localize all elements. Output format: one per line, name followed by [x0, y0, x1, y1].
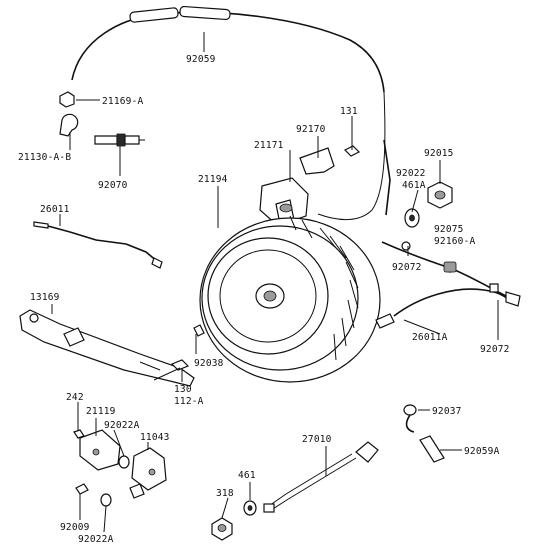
- label-27010: 27010: [302, 434, 332, 445]
- bracket-21119: [73, 429, 167, 499]
- label-21194: 21194: [198, 174, 228, 185]
- lead-wire-26011: [33, 221, 163, 269]
- label-461: 461: [238, 470, 256, 481]
- pin-92038: [193, 324, 205, 337]
- label-26011: 26011: [40, 204, 70, 215]
- nut-92015: [427, 181, 453, 209]
- label-92072-b: 92072: [480, 344, 510, 355]
- label-21119: 21119: [86, 406, 116, 417]
- bolt-92009: [75, 483, 112, 507]
- terminal-92037: [403, 404, 417, 433]
- label-11043: 11043: [140, 432, 170, 443]
- washer-92022: [404, 208, 420, 228]
- label-112-a: 112-A: [174, 396, 204, 407]
- leader-lines: [51, 32, 499, 533]
- label-92037: 92037: [432, 406, 462, 417]
- label-92015: 92015: [424, 148, 454, 159]
- label-92075: 92075: [434, 224, 464, 235]
- nut-318: [211, 517, 233, 541]
- label-92070: 92070: [98, 180, 128, 191]
- washer-461: [243, 500, 257, 516]
- label-92022: 92022: [396, 168, 426, 179]
- label-318: 318: [216, 488, 234, 499]
- plug-cap-parts: [59, 91, 145, 147]
- label-21169-a: 21169-A: [102, 96, 144, 107]
- coil-assembly: [259, 145, 361, 227]
- label-92072-a: 92072: [392, 262, 422, 273]
- label-242: 242: [66, 392, 84, 403]
- label-92009: 92009: [60, 522, 90, 533]
- label-21171: 21171: [254, 140, 284, 151]
- label-130: 130: [174, 384, 192, 395]
- cable-27010: [263, 441, 379, 513]
- wire-26011A: [375, 241, 521, 329]
- label-131: 131: [340, 106, 358, 117]
- label-92160-a: 92160-A: [434, 236, 476, 247]
- cable-92059: [71, 5, 391, 220]
- label-92059a: 92059A: [464, 446, 500, 457]
- label-26011a: 26011A: [412, 332, 448, 343]
- label-92038: 92038: [194, 358, 224, 369]
- label-461a: 461A: [402, 180, 426, 191]
- label-92170: 92170: [296, 124, 326, 135]
- bolt-130: [153, 359, 190, 381]
- flywheel-21194: [199, 215, 381, 383]
- plate-13169: [19, 309, 195, 387]
- label-92059: 92059: [186, 54, 216, 65]
- label-92022a-top: 92022A: [104, 420, 140, 431]
- tube-92059A: [419, 435, 445, 463]
- label-13169: 13169: [30, 292, 60, 303]
- label-92022a-bottom: 92022A: [78, 534, 114, 545]
- label-21130-a-b: 21130-A-B: [18, 152, 71, 163]
- part-labels: 92059 21169-A 21130-A-B 92070 131 92170 …: [18, 54, 510, 545]
